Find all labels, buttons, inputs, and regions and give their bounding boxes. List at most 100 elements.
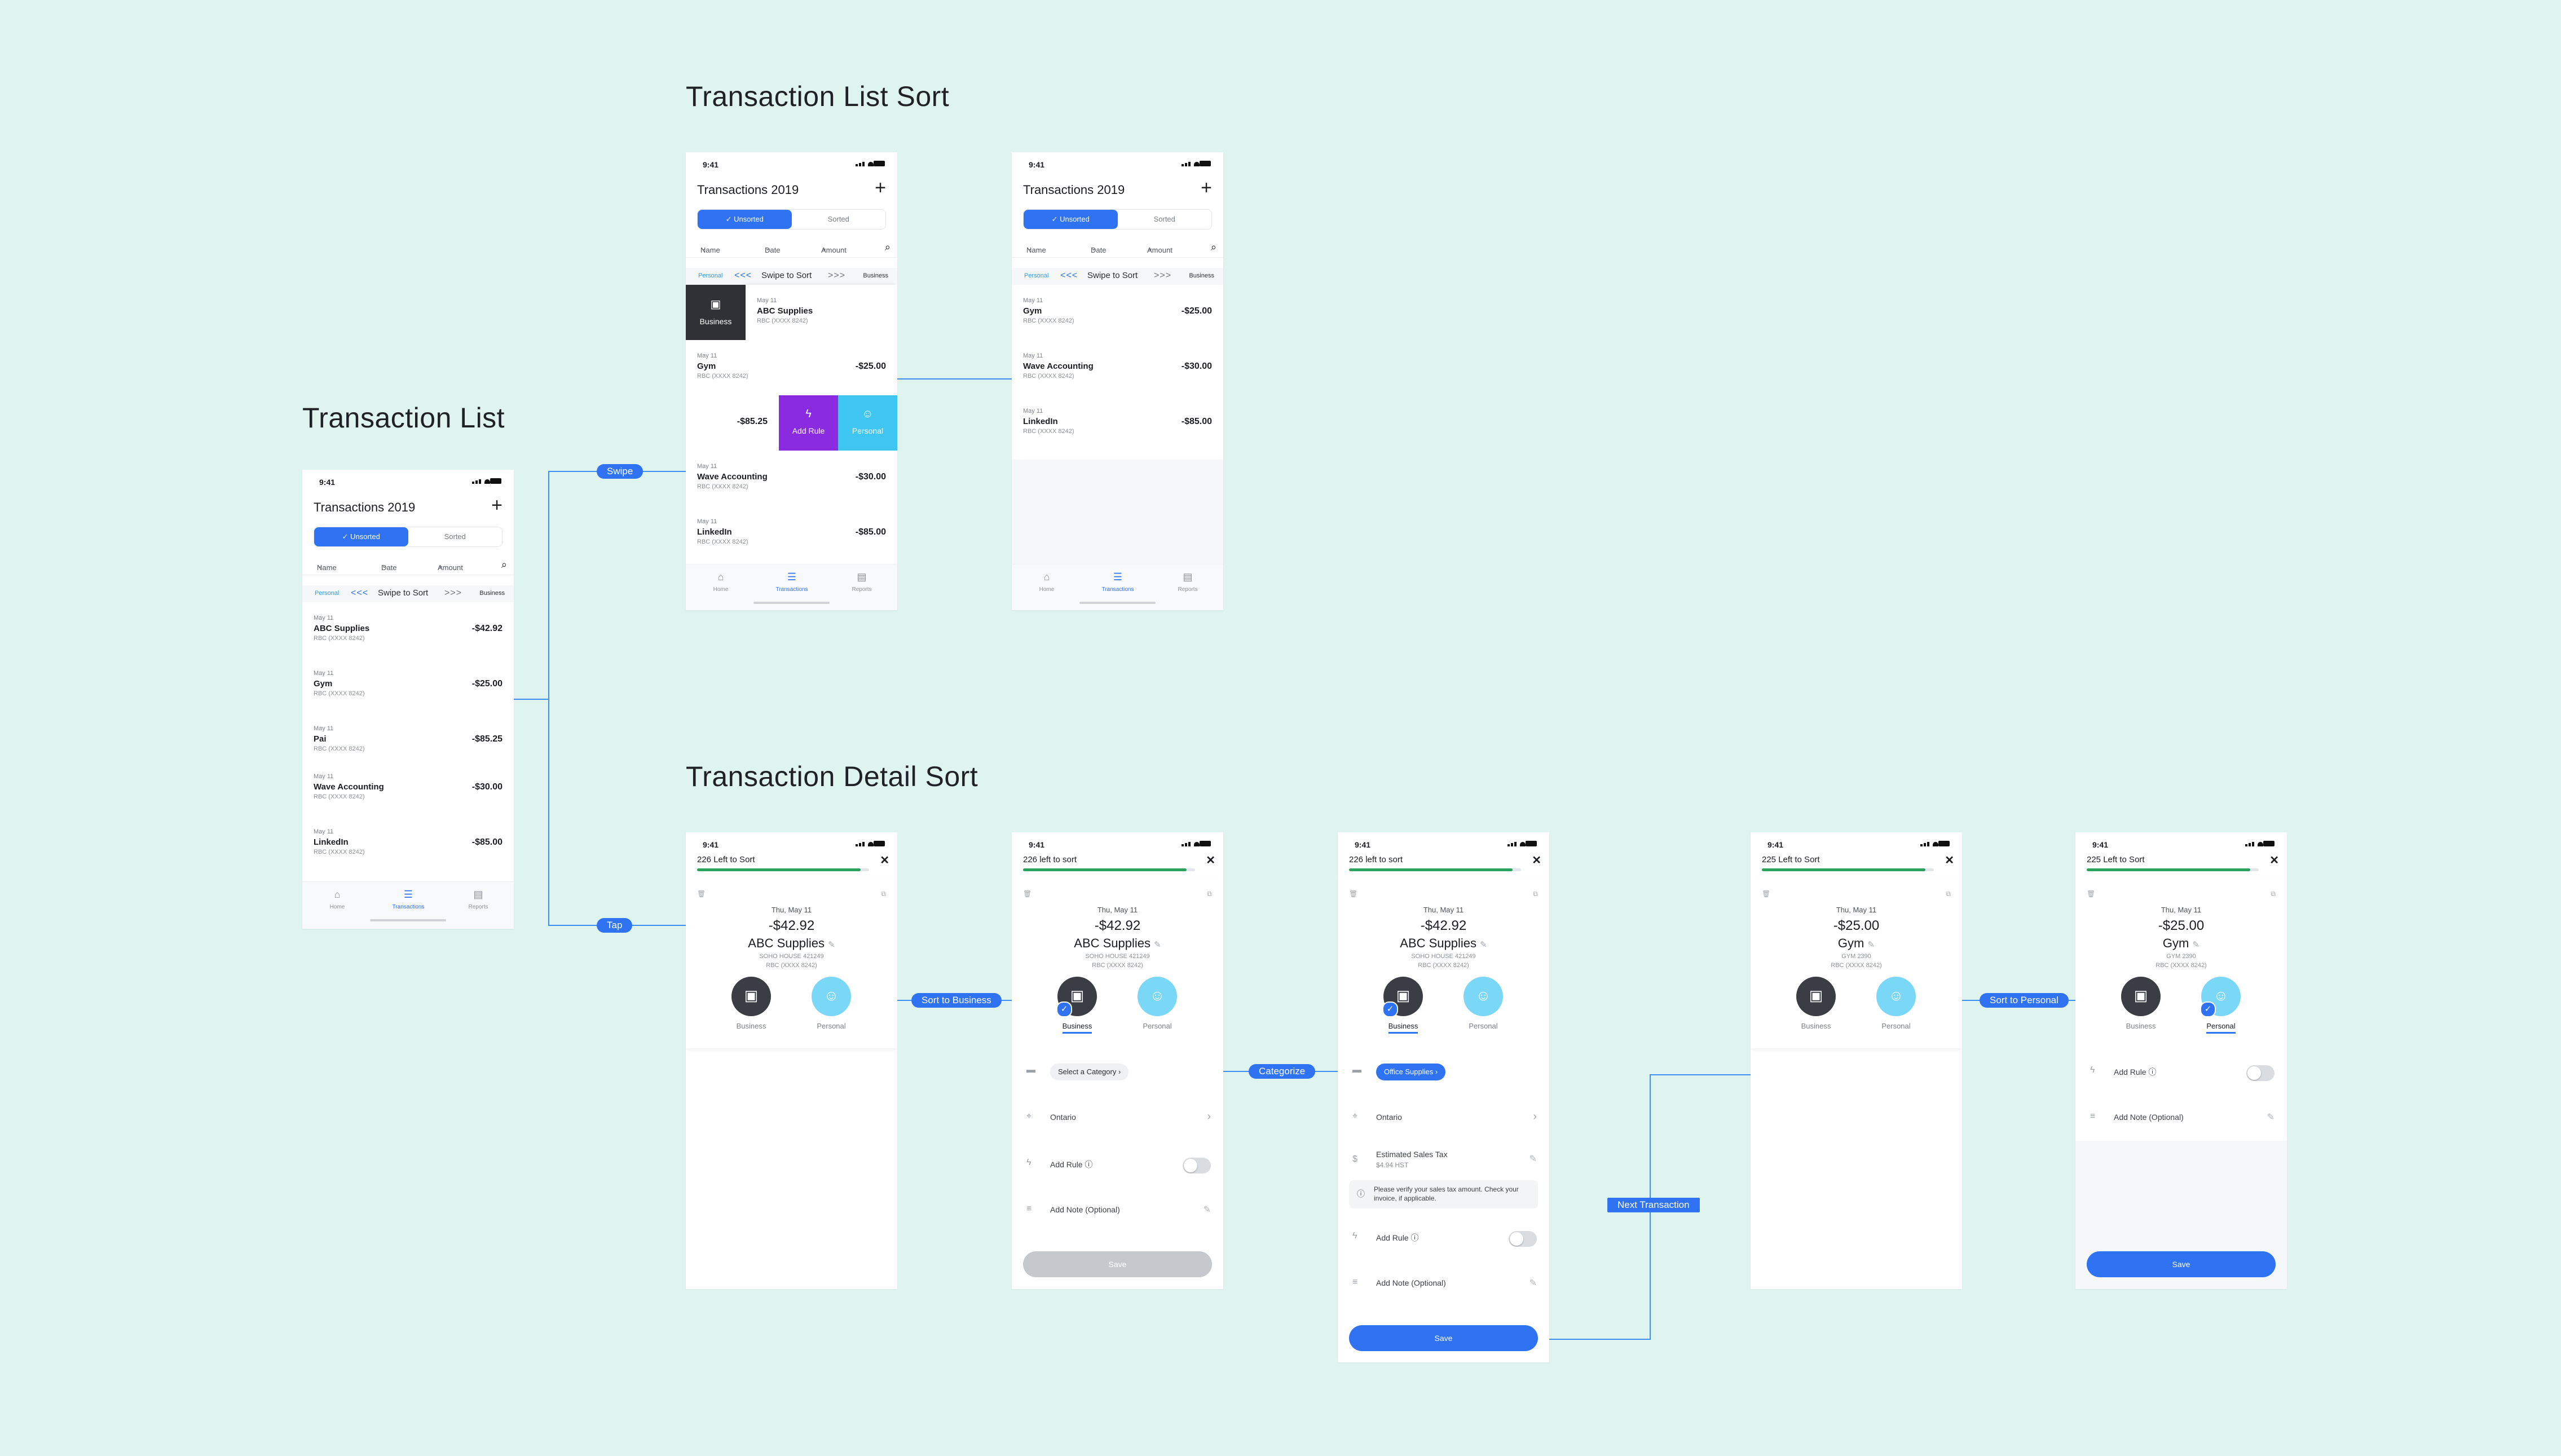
split-icon[interactable]: ⧉ [1533, 890, 1538, 898]
filter-name[interactable]: Name ⌄ [1026, 244, 1046, 254]
nav-home[interactable]: ⌂Home [1024, 571, 1069, 593]
swipe-action-personal[interactable]: ☺Personal [838, 395, 897, 451]
category-row[interactable]: ▬Select a Category › [1012, 1048, 1223, 1095]
tab-sorted[interactable]: Sorted [444, 532, 466, 541]
region-row[interactable]: ⌖Ontario› [1012, 1095, 1223, 1141]
add-rule-toggle[interactable] [1509, 1231, 1537, 1247]
transaction-amount: -$25.00 [2158, 918, 2205, 933]
nav-reports[interactable]: ▤Reports [456, 889, 501, 910]
nav-reports[interactable]: ▤Reports [1165, 571, 1210, 593]
filter-amount[interactable]: Amount ⌄ [1147, 244, 1172, 254]
remaining-count: 226 Left to Sort [697, 855, 755, 864]
search-icon[interactable]: ⌕ [1210, 241, 1216, 253]
business-option[interactable]: ▣✓Business [1043, 977, 1111, 1034]
sort-segmented-control: ✓ Unsorted Sorted [314, 527, 502, 547]
personal-option[interactable]: ☺Personal [797, 977, 865, 1030]
filter-date[interactable]: Date ⌄ [765, 244, 781, 254]
plus-icon[interactable]: + [1201, 177, 1212, 198]
close-icon[interactable]: ✕ [880, 854, 889, 867]
filter-date[interactable]: Date ⌄ [381, 561, 397, 572]
trash-icon[interactable]: 🗑 [2087, 890, 2096, 898]
add-note-row[interactable]: ≡Add Note (Optional)✎ [1012, 1187, 1223, 1233]
filter-name[interactable]: Name ⌄ [317, 561, 337, 572]
nav-transactions[interactable]: ☰Transactions [1095, 571, 1140, 593]
swipe-action-business[interactable]: ▣Business [686, 285, 746, 340]
close-icon[interactable]: ✕ [1532, 854, 1541, 867]
edit-pencil-icon: ✎ [1203, 1205, 1211, 1215]
split-icon[interactable]: ⧉ [2271, 890, 2276, 898]
business-option[interactable]: ▣✓Business [1369, 977, 1437, 1034]
nav-home[interactable]: ⌂Home [315, 889, 360, 910]
split-icon[interactable]: ⧉ [881, 890, 886, 898]
add-rule-toggle[interactable] [1183, 1158, 1211, 1173]
filter-name[interactable]: Name ⌄ [700, 244, 720, 254]
personal-option[interactable]: ☺✓Personal [2187, 977, 2255, 1034]
close-icon[interactable]: ✕ [1206, 854, 1215, 867]
add-note-row[interactable]: ≡Add Note (Optional)✎ [1338, 1260, 1549, 1307]
filter-amount[interactable]: Amount ⌄ [438, 561, 463, 572]
chevrons-right-icon: >>> [828, 271, 846, 280]
add-note-row[interactable]: ≡Add Note (Optional)✎ [2075, 1095, 2287, 1141]
bottom-tab-bar: ⌂Home ☰Transactions ▤Reports [1012, 564, 1223, 610]
nav-transactions[interactable]: ☰Transactions [386, 889, 431, 910]
plus-icon[interactable]: + [875, 177, 886, 198]
tab-sorted[interactable]: Sorted [827, 215, 849, 223]
add-rule-toggle[interactable] [2246, 1065, 2275, 1081]
personal-option[interactable]: ☺Personal [1862, 977, 1930, 1030]
split-icon[interactable]: ⧉ [1946, 890, 1951, 898]
business-option[interactable]: ▣Business [717, 977, 785, 1030]
close-icon[interactable]: ✕ [1945, 854, 1954, 867]
region-row[interactable]: ⌖Ontario› [1338, 1095, 1549, 1141]
plus-icon[interactable]: + [491, 495, 502, 516]
person-icon: ☺ [862, 408, 874, 420]
personal-option[interactable]: ☺Personal [1123, 977, 1191, 1030]
save-button[interactable]: Save [2087, 1251, 2276, 1277]
transaction-row[interactable]: -$85.25 [686, 395, 779, 451]
row-amount: -$30.00 [855, 472, 886, 482]
business-option[interactable]: ▣Business [1782, 977, 1850, 1030]
nav-home[interactable]: ⌂Home [698, 571, 743, 593]
trash-icon[interactable]: 🗑 [1762, 890, 1771, 898]
tab-unsorted[interactable]: ✓ Unsorted [698, 210, 792, 229]
close-icon[interactable]: ✕ [2269, 854, 2279, 867]
trash-icon[interactable]: 🗑 [1349, 890, 1358, 898]
tab-unsorted[interactable]: ✓ Unsorted [1024, 210, 1118, 229]
trash-icon[interactable]: 🗑 [697, 890, 706, 898]
row-date: May 11 [1023, 297, 1043, 304]
save-button[interactable]: Save [1349, 1325, 1538, 1351]
trash-icon[interactable]: 🗑 [1023, 890, 1032, 898]
sort-segmented-control: ✓ Unsorted Sorted [697, 209, 886, 230]
category-chip-office-supplies[interactable]: Office Supplies › [1376, 1064, 1446, 1080]
personal-option[interactable]: ☺Personal [1449, 977, 1517, 1030]
transaction-list-sort-heading: Transaction List Sort [686, 81, 950, 112]
business-option[interactable]: ▣Business [2107, 977, 2175, 1030]
select-category-chip[interactable]: Select a Category › [1050, 1064, 1129, 1080]
screen-detail-personal: 9:41 225 Left to Sort ✕ 🗑 ⧉ Thu, May 11 … [2075, 832, 2287, 1289]
search-icon[interactable]: ⌕ [501, 559, 507, 570]
nav-transactions[interactable]: ☰Transactions [769, 571, 814, 593]
filter-amount[interactable]: Amount ⌄ [821, 244, 847, 254]
sort-segmented-control: ✓ Unsorted Sorted [1023, 209, 1212, 230]
tab-unsorted[interactable]: ✓ Unsorted [314, 527, 408, 546]
save-button-disabled[interactable]: Save [1023, 1251, 1212, 1277]
nav-reports[interactable]: ▤Reports [839, 571, 884, 593]
tab-sorted[interactable]: Sorted [1153, 215, 1175, 223]
filter-date[interactable]: Date ⌄ [1091, 244, 1107, 254]
category-row[interactable]: ▬Office Supplies › [1338, 1048, 1549, 1095]
split-icon[interactable]: ⧉ [1207, 890, 1212, 898]
search-icon[interactable]: ⌕ [884, 241, 891, 253]
